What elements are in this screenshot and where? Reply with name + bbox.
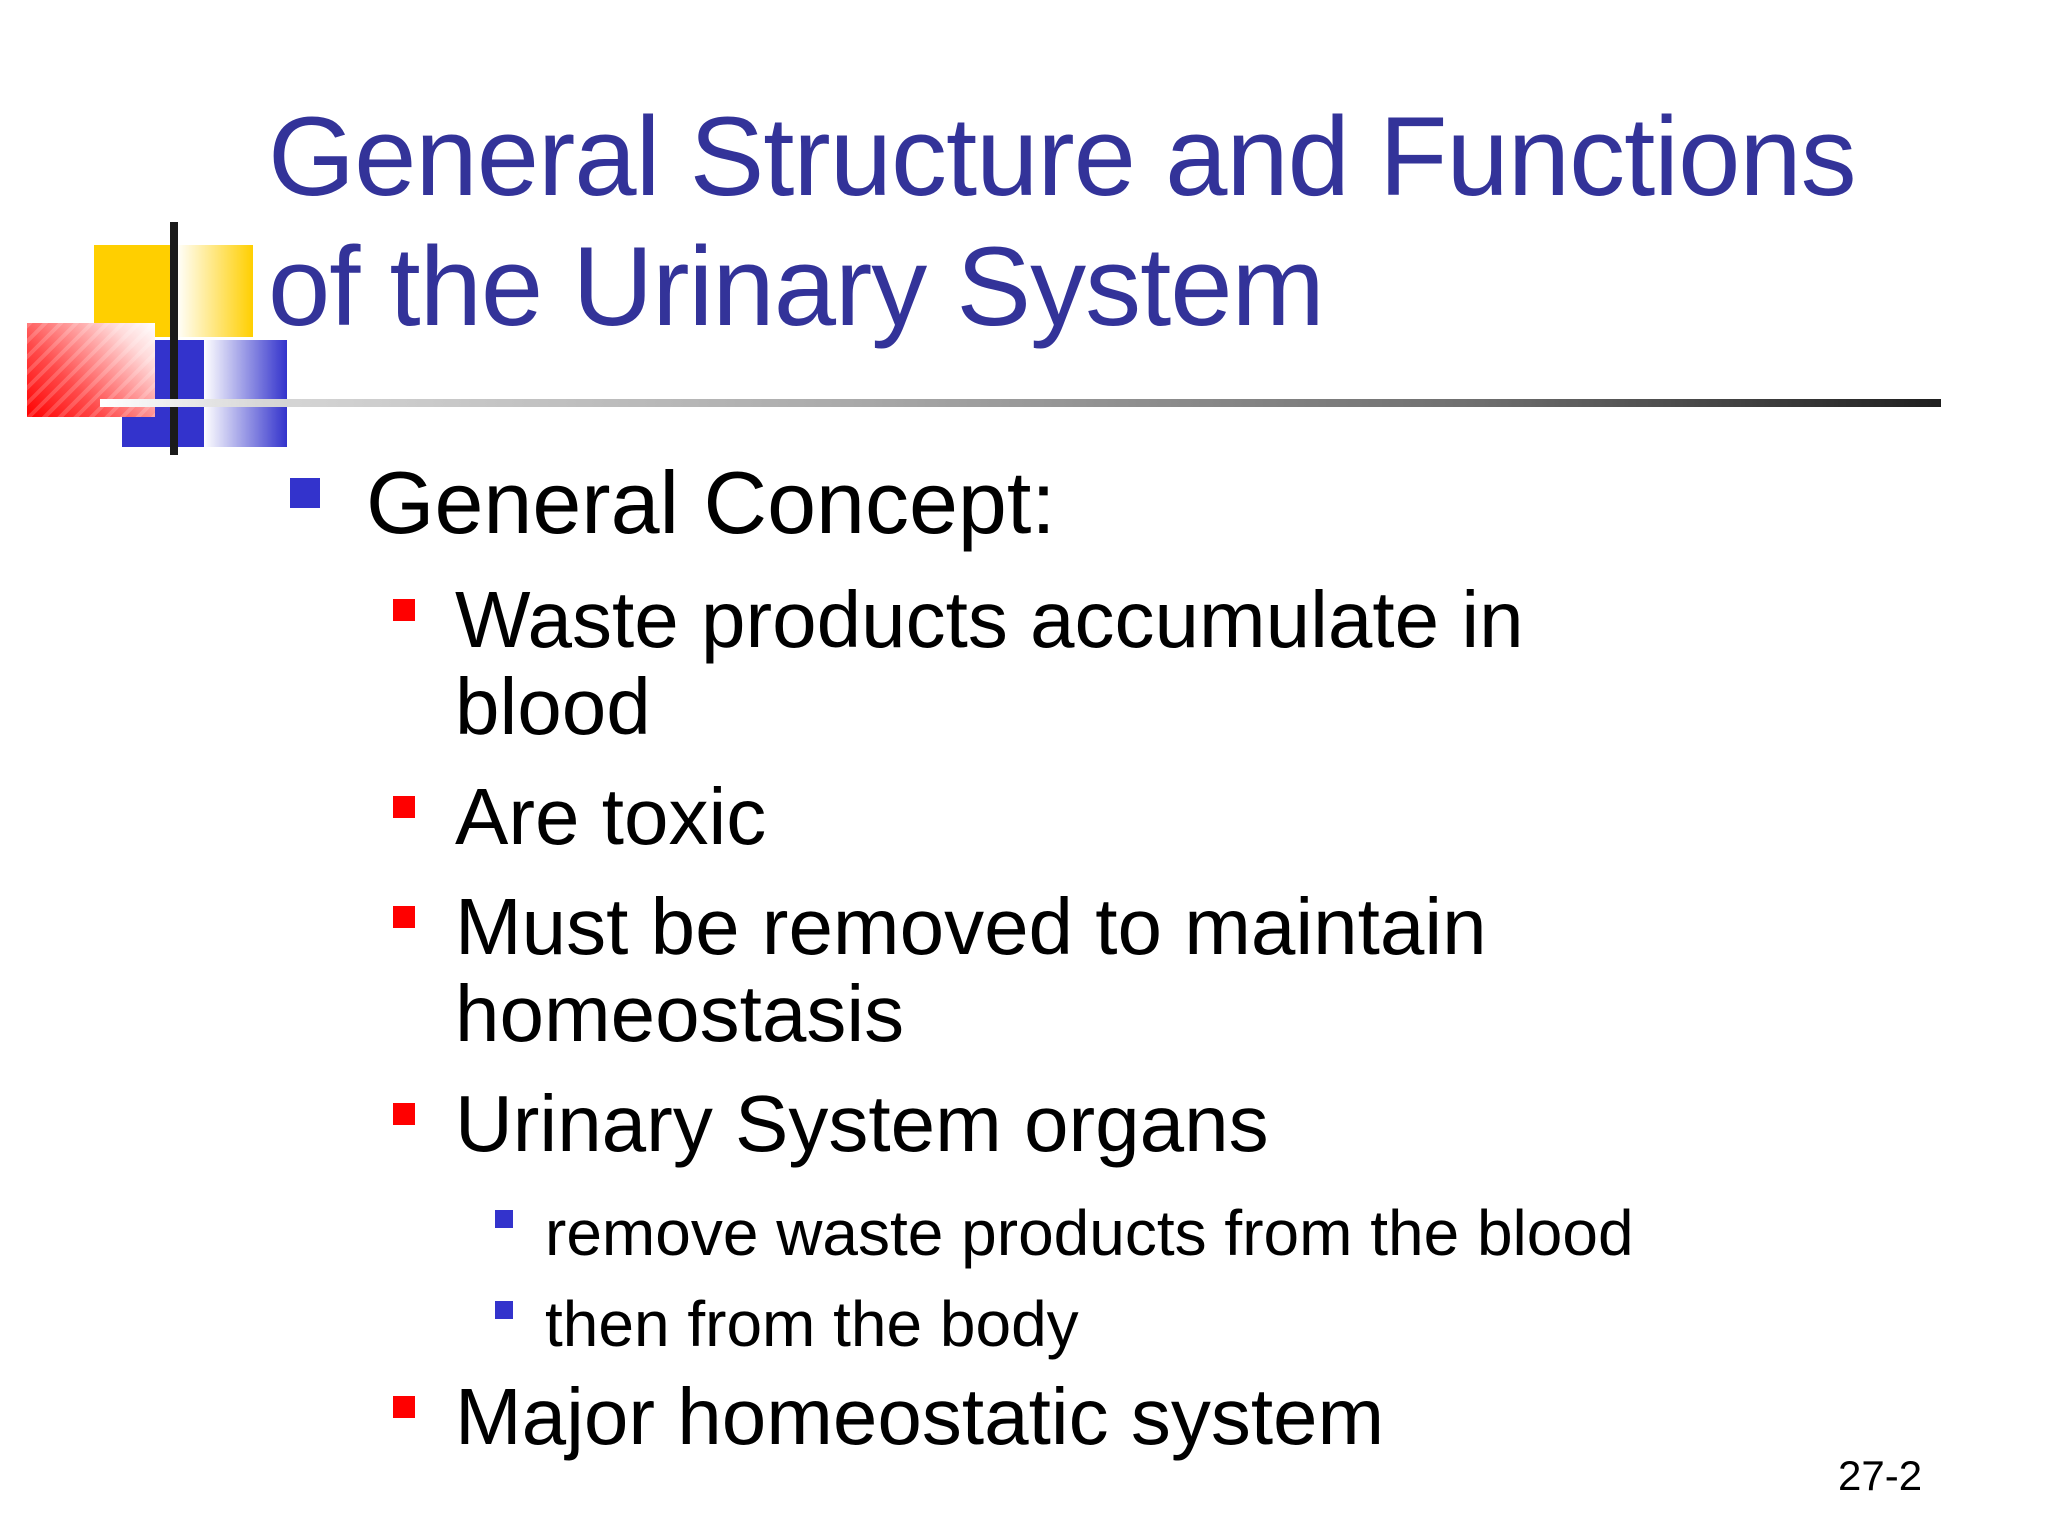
red-square-bullet-icon bbox=[393, 1103, 415, 1126]
red-square-bullet-icon bbox=[393, 599, 415, 622]
list-item-level2: Urinary System organs bbox=[0, 1079, 2048, 1169]
list-item-level2: Are toxic bbox=[0, 771, 2048, 861]
decoration-blue-gradient-square bbox=[204, 340, 287, 447]
list-item-text: then from the body bbox=[545, 1287, 1079, 1360]
list-item-level1: General Concept: bbox=[0, 452, 2048, 553]
slide-title: General Structure and Functions of the U… bbox=[268, 92, 1988, 352]
list-item-text: Must be removed to maintain homeostasis bbox=[455, 882, 1487, 1058]
blue-square-bullet-icon bbox=[495, 1209, 513, 1228]
red-square-bullet-icon bbox=[393, 1395, 415, 1418]
list-item-level2: Must be removed to maintain homeostasis bbox=[0, 884, 2048, 1057]
blue-square-bullet-icon bbox=[495, 1300, 513, 1319]
list-item-level2: Major homeostatic system bbox=[0, 1371, 2048, 1461]
list-item-text: Urinary System organs bbox=[455, 1079, 1269, 1169]
decoration-vertical-line bbox=[170, 222, 178, 455]
list-item-level2: Waste products accumulate in blood bbox=[0, 577, 2048, 750]
slide-body: General Concept: Waste products accumula… bbox=[0, 452, 2048, 1484]
page-number: 27-2 bbox=[1838, 1452, 1923, 1499]
list-item-text: Are toxic bbox=[455, 771, 767, 861]
blue-square-bullet-icon bbox=[290, 478, 320, 508]
red-square-bullet-icon bbox=[393, 795, 415, 818]
slide-title-line2: of the Urinary System bbox=[268, 223, 1325, 349]
decoration-yellow-square bbox=[94, 245, 176, 337]
list-item-level3: then from the body bbox=[0, 1283, 2048, 1366]
list-item-level3: remove waste products from the blood bbox=[0, 1192, 2048, 1275]
list-item-text: remove waste products from the blood bbox=[545, 1196, 1634, 1269]
decoration-yellow-gradient-square bbox=[176, 245, 253, 337]
list-item-text: General Concept: bbox=[366, 453, 1056, 552]
list-item-text: Major homeostatic system bbox=[455, 1371, 1385, 1461]
list-item-text: Waste products accumulate in blood bbox=[455, 575, 1524, 751]
title-divider-rule bbox=[100, 399, 1941, 407]
red-square-bullet-icon bbox=[393, 906, 415, 929]
slide-title-line1: General Structure and Functions bbox=[268, 94, 1857, 219]
